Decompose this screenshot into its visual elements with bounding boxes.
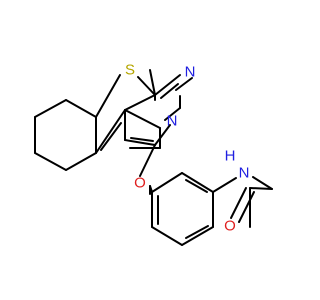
atom-labels: S N N O N H O bbox=[125, 62, 249, 235]
molecule-structure-diagram: S N N O N H O bbox=[34, 62, 273, 246]
bond-lines bbox=[34, 69, 273, 246]
nitrogen-atom-label-top: N bbox=[185, 64, 196, 81]
amide-hydrogen-label: H bbox=[225, 148, 236, 165]
carbonyl-oxygen-label: O bbox=[224, 218, 236, 235]
nitrogen-atom-label-bottom: N bbox=[167, 113, 178, 130]
amide-nitrogen-label: N bbox=[239, 165, 250, 182]
ether-oxygen-label: O bbox=[134, 175, 146, 192]
sulfur-atom-label: S bbox=[125, 62, 135, 79]
